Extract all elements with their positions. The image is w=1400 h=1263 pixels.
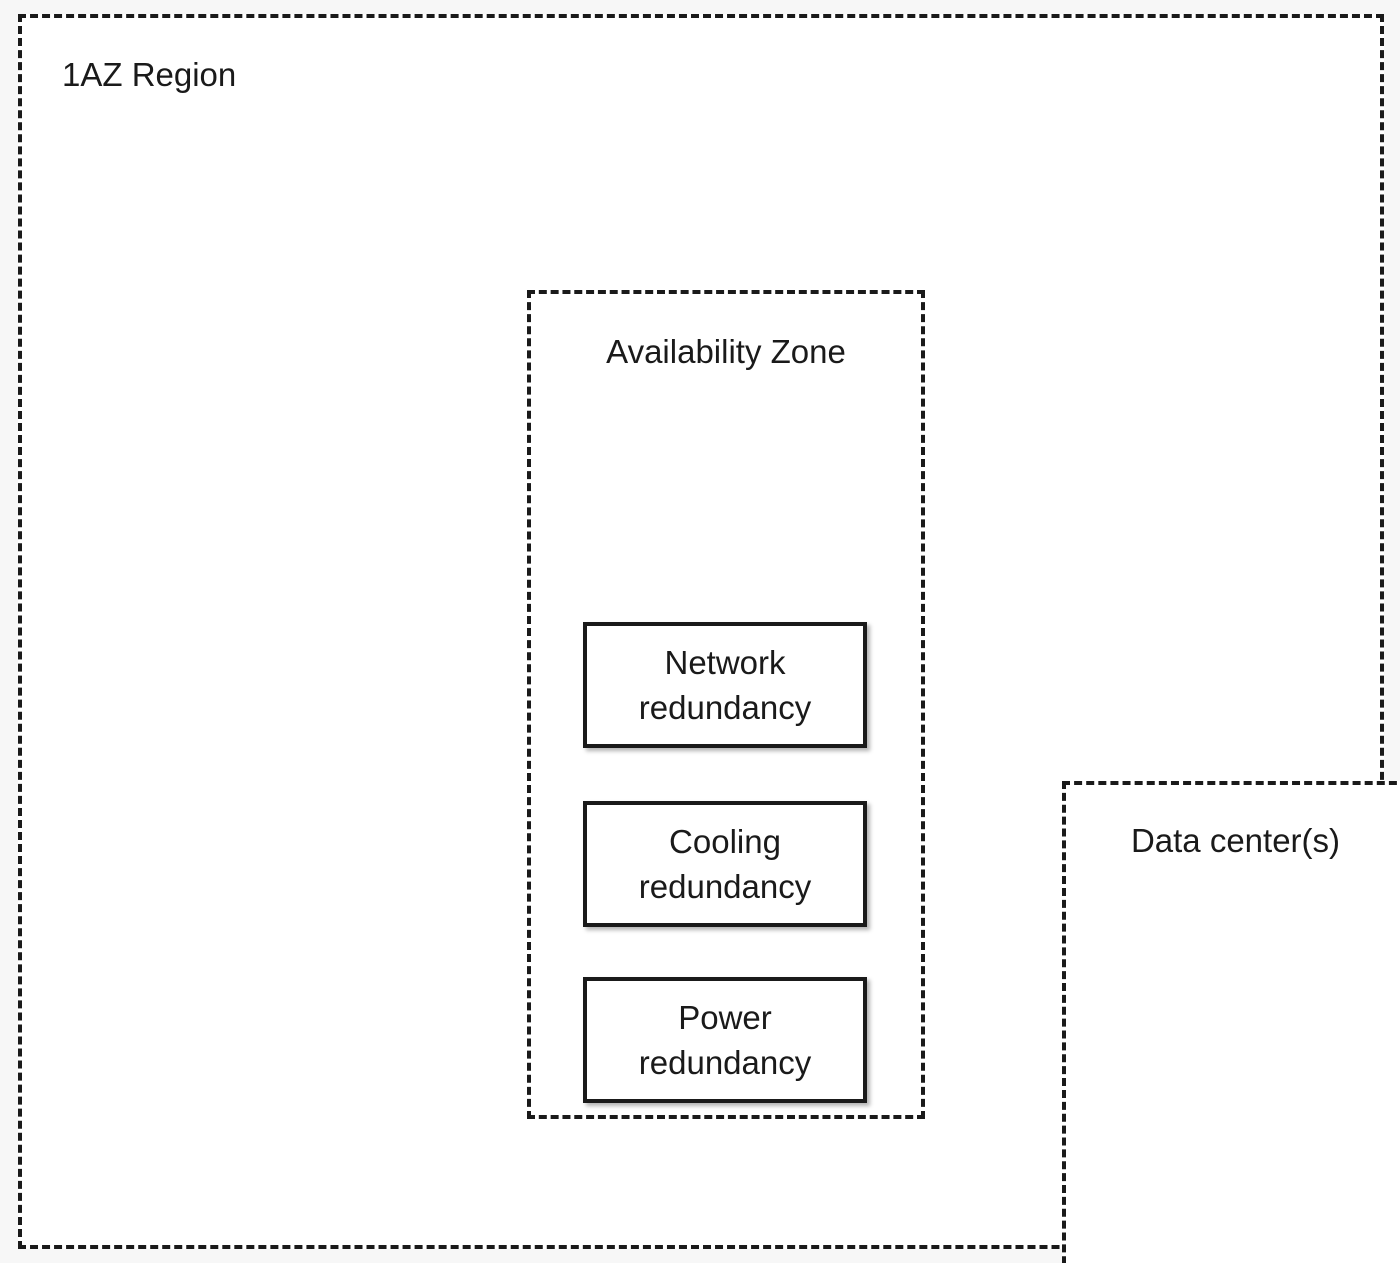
component-box-cooling-redundancy: Cooling redundancy [583, 801, 867, 927]
component-box-power-redundancy: Power redundancy [583, 977, 867, 1103]
component-label: Network redundancy [638, 644, 812, 726]
region-label: 1AZ Region [62, 56, 237, 93]
data-center-container: Data center(s) [1062, 781, 1400, 1263]
region-container: 1AZ Region Availability Zone Data center… [18, 14, 1400, 1263]
component-box-network-redundancy: Network redundancy [583, 622, 867, 748]
data-center-label: Data center(s) [1130, 822, 1341, 859]
component-label: Power redundancy [638, 999, 812, 1081]
availability-zone-label: Availability Zone [606, 333, 846, 370]
component-label: Cooling redundancy [638, 823, 812, 905]
